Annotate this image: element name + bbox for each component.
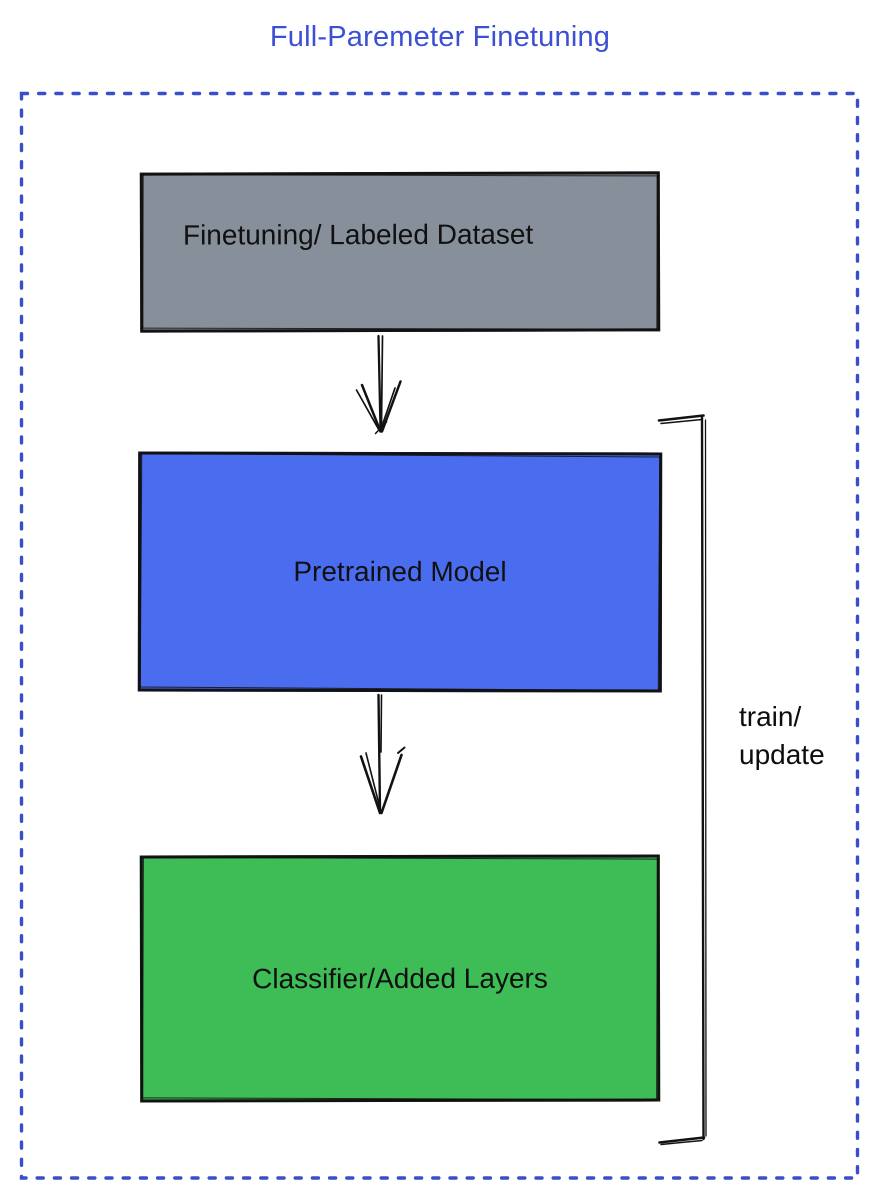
arrow-dataset-to-pretrained-icon xyxy=(355,334,402,435)
node-finetuning-labeled-dataset: Finetuning/ Labeled Dataset xyxy=(139,171,661,333)
train-update-label: train/ update xyxy=(739,698,825,774)
train-update-label-line1: train/ xyxy=(739,701,802,732)
node-classifier-added-layers: Classifier/Added Layers xyxy=(139,854,661,1103)
train-update-label-line2: update xyxy=(739,739,825,770)
node-classifier-added-layers-label: Classifier/Added Layers xyxy=(252,962,548,994)
node-finetuning-labeled-dataset-label: Finetuning/ Labeled Dataset xyxy=(182,218,534,251)
node-pretrained-model: Pretrained Model xyxy=(137,451,663,693)
train-update-bracket xyxy=(657,414,707,1146)
node-pretrained-model-label: Pretrained Model xyxy=(293,555,507,588)
diagram-title: Full-Paremeter Finetuning xyxy=(269,21,611,53)
arrow-pretrained-to-classifier-icon xyxy=(359,693,406,815)
